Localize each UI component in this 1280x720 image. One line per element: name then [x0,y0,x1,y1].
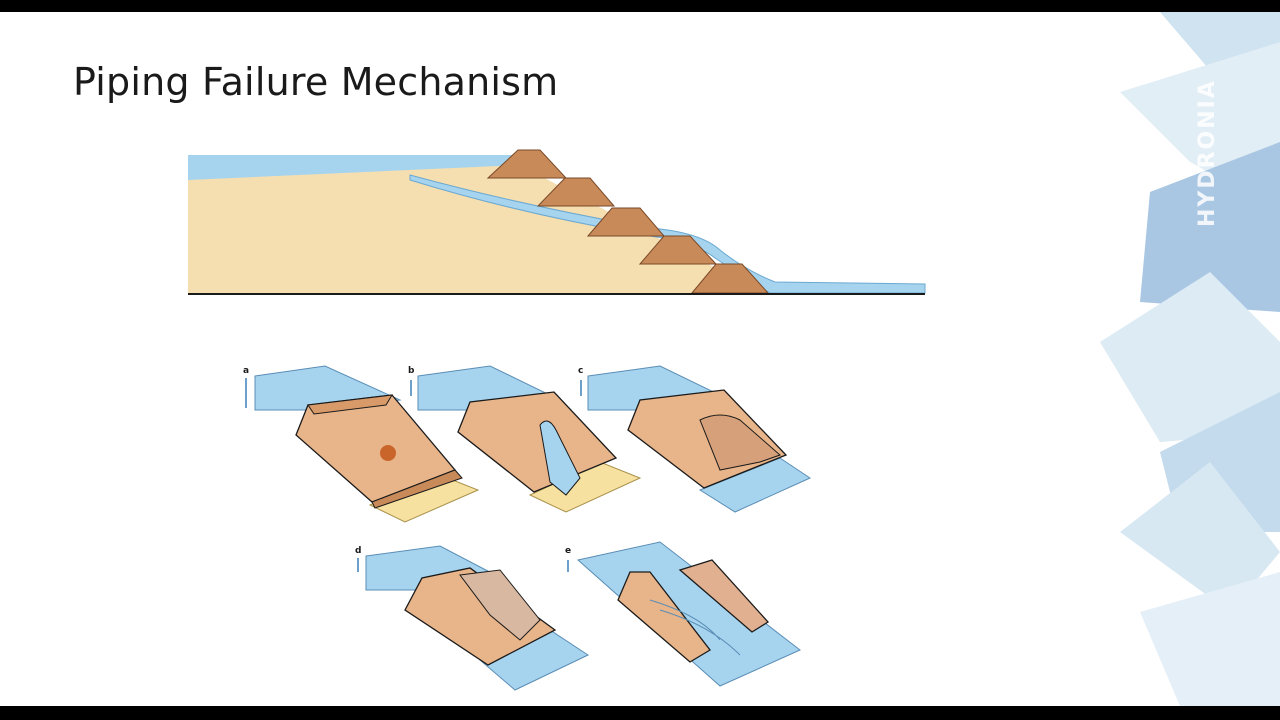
stage-label: e [565,546,571,556]
foundation-sand [188,165,925,294]
stage-label: c [578,366,583,376]
stage-label: d [355,546,361,556]
stage-label: b [408,366,415,376]
stage-label: a [243,366,249,376]
stage-d: d [355,546,588,690]
stage-e: e [565,542,800,686]
seep-point [380,445,396,461]
cross-section [188,150,925,294]
slide: HYDRONIA Piping Failure Mechanism a [0,12,1280,706]
piping-diagram: a b c d [0,12,1280,706]
